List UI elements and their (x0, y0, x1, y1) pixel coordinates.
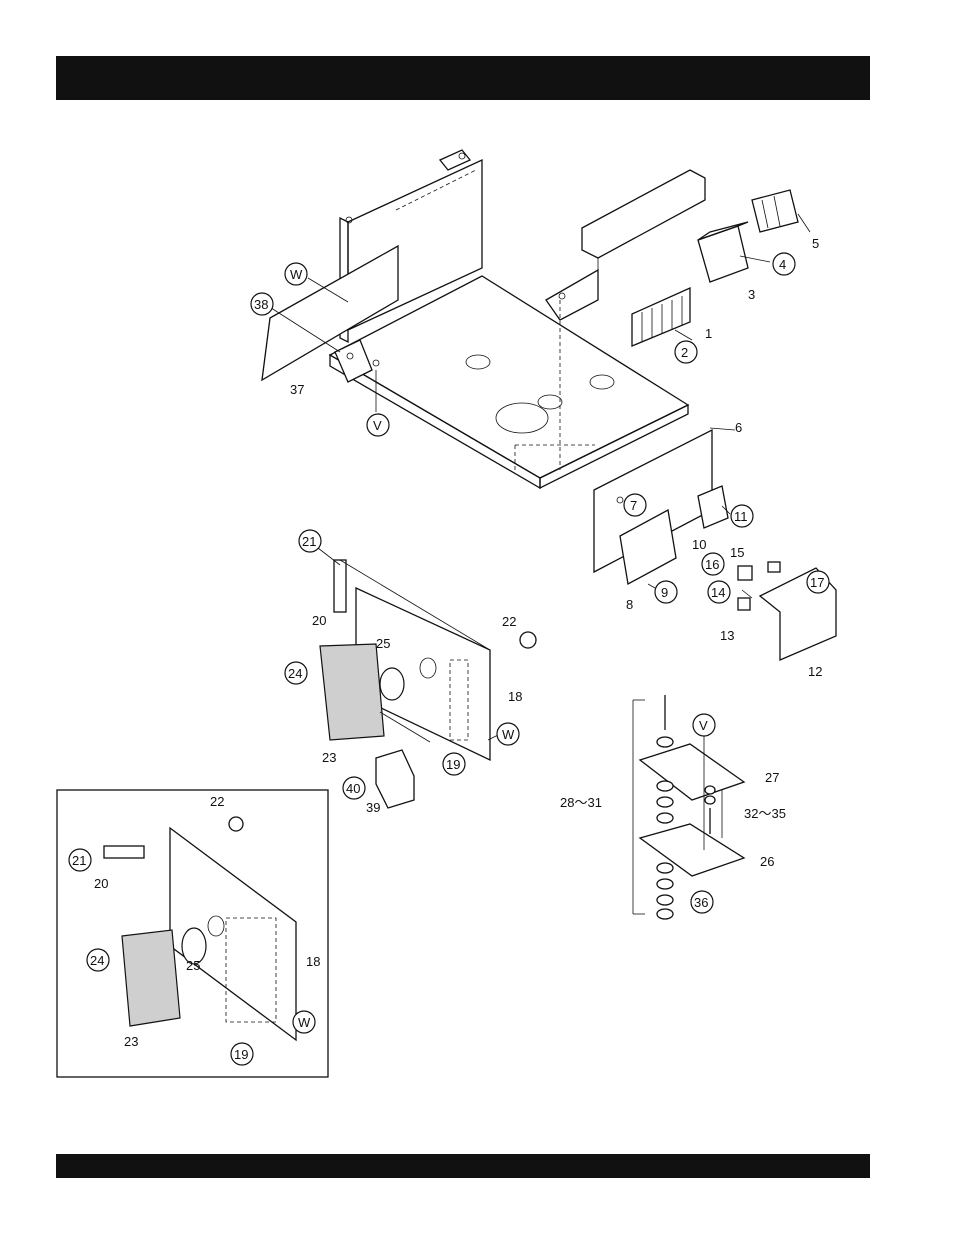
callout-10: 10 (692, 537, 706, 552)
callout-5: 5 (812, 236, 819, 251)
inset-callout-19: 19 (234, 1047, 248, 1062)
callout-23: 23 (322, 750, 336, 765)
capacitor (376, 750, 414, 808)
callout-18: 18 (508, 689, 522, 704)
inset-callout-w: W (298, 1015, 311, 1030)
callout-9: 9 (661, 585, 668, 600)
inset-callout-22: 22 (210, 794, 224, 809)
inset-callout-25: 25 (186, 958, 200, 973)
callout-4: 4 (779, 257, 786, 272)
callout-7: 7 (630, 498, 637, 513)
inset-callout-24: 24 (90, 953, 104, 968)
callout-14: 14 (711, 585, 725, 600)
inset-callout-18: 18 (306, 954, 320, 969)
inset-detail (57, 790, 328, 1077)
terminal-block (632, 288, 690, 346)
callout-21: 21 (302, 534, 316, 549)
relay (698, 222, 748, 282)
regulator-panel (320, 588, 490, 760)
callout-11: 11 (734, 509, 748, 524)
callout-3: 3 (748, 287, 755, 302)
callout-v-mount: V (699, 718, 708, 733)
callout-15: 15 (730, 545, 744, 560)
callout-26: 26 (760, 854, 774, 869)
connector (752, 190, 798, 232)
callout-6: 6 (735, 420, 742, 435)
callout-22: 22 (502, 614, 516, 629)
callout-39: 39 (366, 800, 380, 815)
vibration-mount (633, 695, 744, 919)
callout-38: 38 (254, 297, 268, 312)
inset-callout-21: 21 (72, 853, 86, 868)
callout-w-top: W (290, 267, 303, 282)
callout-40: 40 (346, 781, 360, 796)
callout-20: 20 (312, 613, 326, 628)
fuse-holder (334, 560, 346, 612)
callout-1: 1 (705, 326, 712, 341)
callout-32-35: 32～35 (744, 806, 786, 821)
callout-w-panel: W (502, 727, 515, 742)
callout-8: 8 (626, 597, 633, 612)
callout-13: 13 (720, 628, 734, 643)
callout-28-31: 28～31 (560, 795, 602, 810)
callout-v-top: V (373, 418, 382, 433)
potentiometer (520, 632, 536, 648)
callout-36: 36 (694, 895, 708, 910)
callout-19: 19 (446, 757, 460, 772)
callout-25: 25 (376, 636, 390, 651)
callout-16: 16 (705, 557, 719, 572)
callout-17: 17 (810, 575, 824, 590)
inset-callout-23: 23 (124, 1034, 138, 1049)
callout-24: 24 (288, 666, 302, 681)
inset-callout-20: 20 (94, 876, 108, 891)
callout-37: 37 (290, 382, 304, 397)
callout-27: 27 (765, 770, 779, 785)
callout-2: 2 (681, 345, 688, 360)
callout-12: 12 (808, 664, 822, 679)
